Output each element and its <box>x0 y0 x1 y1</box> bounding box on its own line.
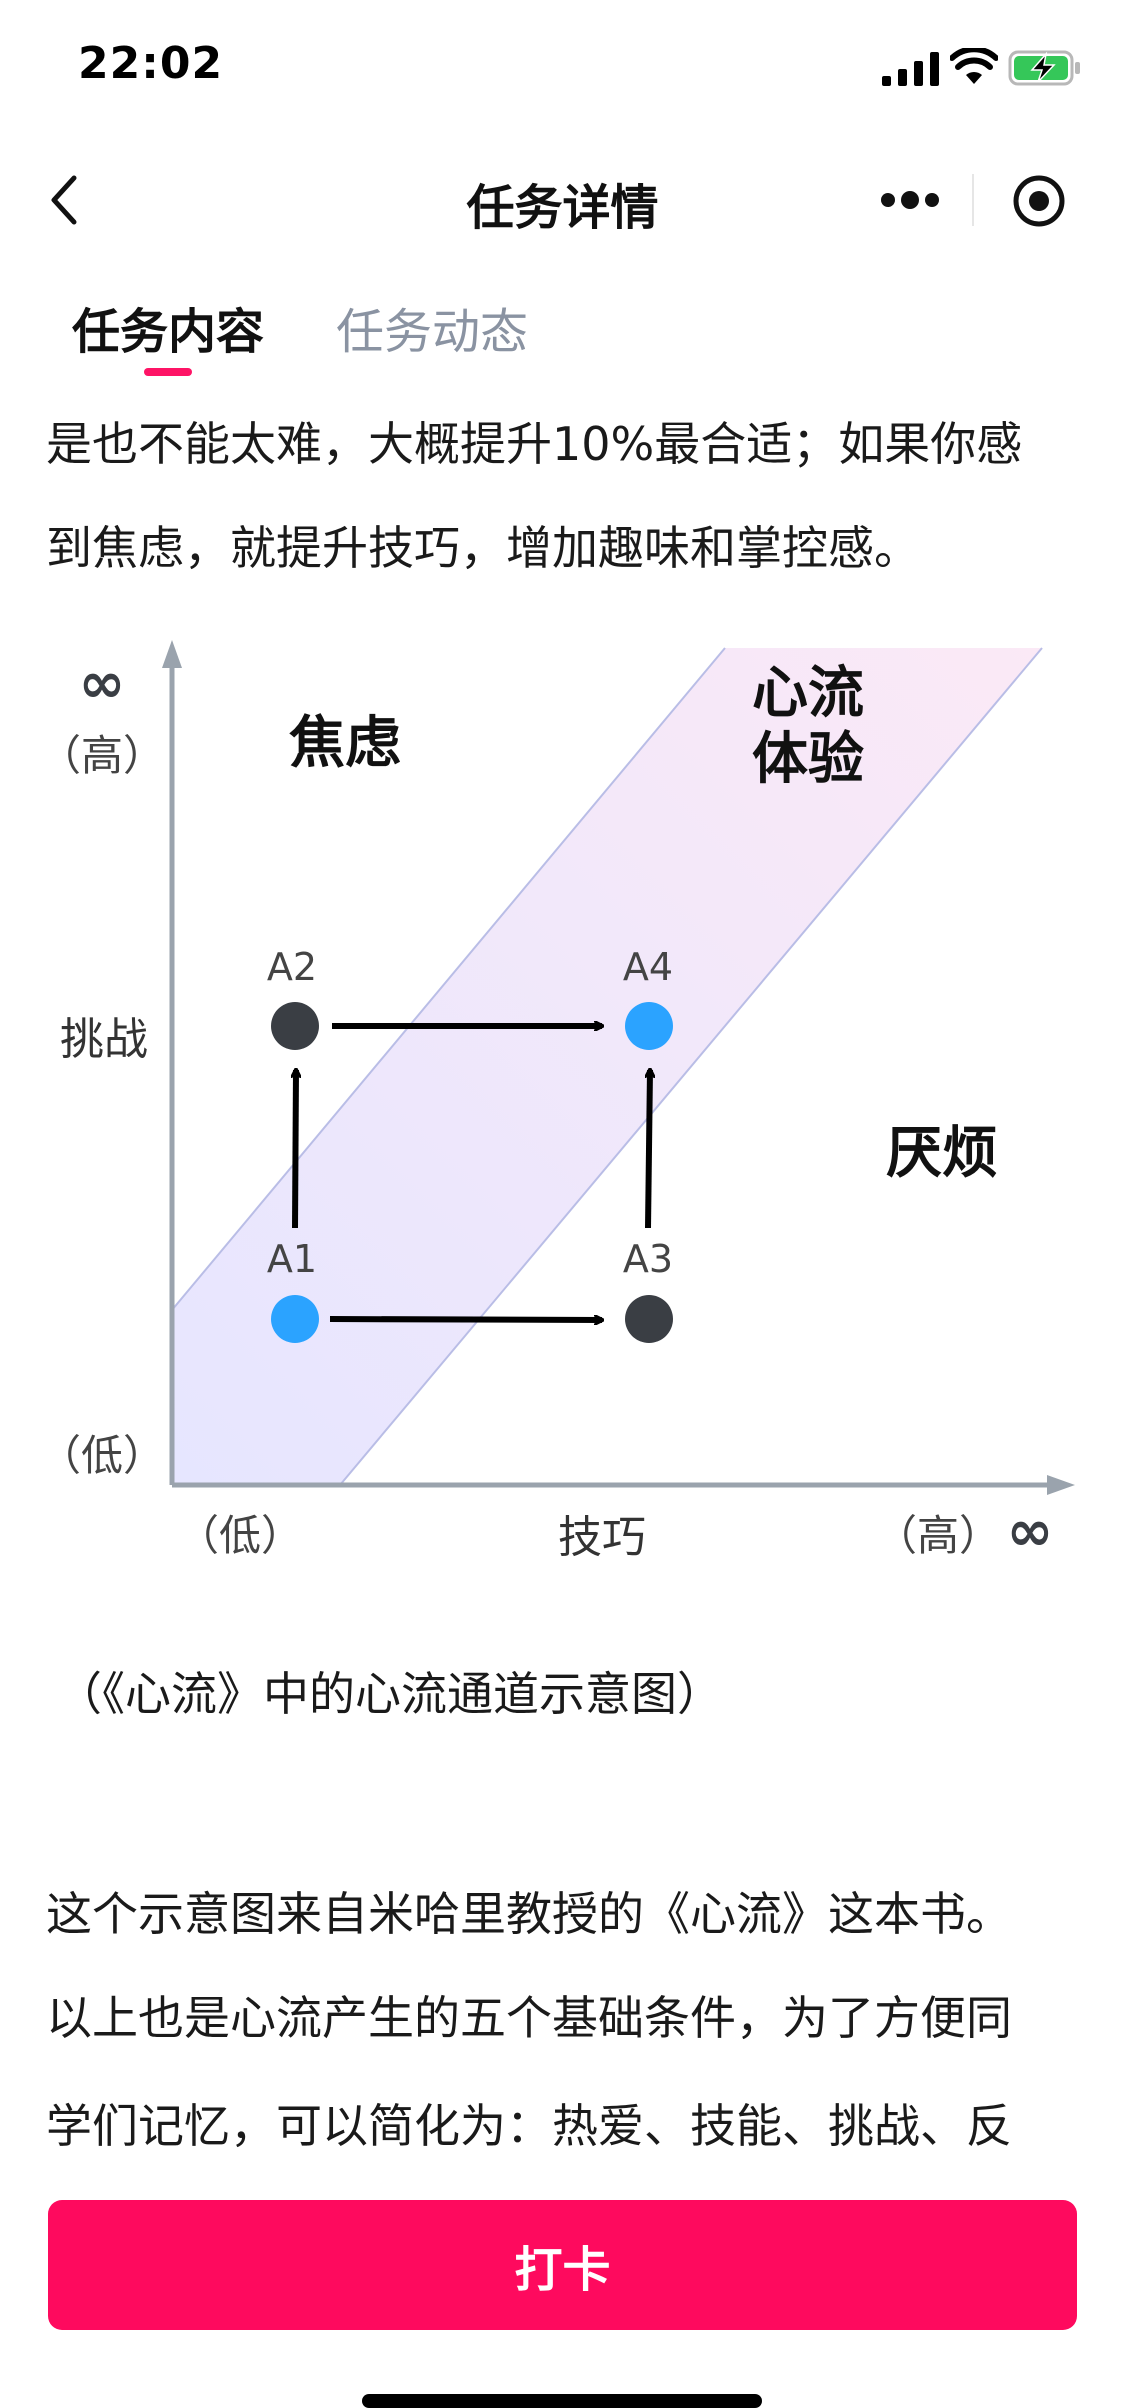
y-axis-title: 挑战 <box>60 1014 148 1065</box>
point-a1-label: A1 <box>267 1237 317 1281</box>
arrow-a3-to-a4 <box>648 1070 650 1229</box>
status-bar: 22:02 <box>0 0 1125 140</box>
y-axis-arrow <box>162 640 182 668</box>
intro-line-1: 是也不能太难，大概提升10%最合适；如果你感 <box>46 417 1023 471</box>
flow-channel-diagram: ∞ （高） 挑战 （低） （低） 技巧 （高） ∞ 焦虑 心流 体验 厌烦 A1… <box>30 630 1100 1590</box>
flow-channel-upper-edge <box>171 647 726 1311</box>
point-a4 <box>625 1002 673 1050</box>
point-a2 <box>271 1002 319 1050</box>
body-line-3: 学们记忆，可以简化为：热爱、技能、挑战、反 <box>46 2099 1012 2153</box>
page-title: 任务详情 <box>466 180 659 236</box>
tab-task-activity[interactable]: 任务动态 <box>336 304 529 360</box>
checkin-button[interactable]: 打卡 <box>48 2200 1077 2330</box>
x-axis-low-label: （低） <box>177 1511 303 1560</box>
x-axis-title: 技巧 <box>558 1512 646 1563</box>
diagram-caption: （《心流》中的心流通道示意图） <box>56 1667 723 1721</box>
zone-flow-label-line1: 心流 <box>752 661 864 726</box>
y-axis-high-label: （高） <box>39 731 165 780</box>
status-time: 22:02 <box>78 38 224 89</box>
x-axis-high-label: （高） <box>875 1511 1001 1560</box>
home-indicator <box>362 2394 762 2408</box>
zone-boredom-label: 厌烦 <box>886 1121 998 1186</box>
zone-anxiety-label: 焦虑 <box>289 711 401 776</box>
battery-charging-icon <box>1008 50 1080 86</box>
flow-channel-svg: ∞ （高） 挑战 （低） （低） 技巧 （高） ∞ 焦虑 心流 体验 厌烦 A1… <box>39 640 1075 1564</box>
close-miniprogram-icon[interactable] <box>1012 174 1066 228</box>
navigation-bar: 任务详情 <box>0 140 1125 260</box>
x-axis-arrow <box>1047 1475 1075 1495</box>
arrow-a1-to-a2 <box>295 1070 296 1229</box>
nav-divider <box>972 174 974 226</box>
y-axis-low-label: （低） <box>39 1431 165 1480</box>
point-a4-label: A4 <box>623 945 673 989</box>
active-tab-indicator <box>144 368 192 376</box>
zone-flow-label-line2: 体验 <box>752 727 864 792</box>
y-axis-infinity-symbol: ∞ <box>79 651 126 716</box>
body-line-1: 这个示意图来自米哈里教授的《心流》这本书。 <box>46 1887 1012 1941</box>
intro-line-2: 到焦虑，就提升技巧，增加趣味和掌控感。 <box>46 521 920 575</box>
point-a1 <box>271 1295 319 1343</box>
flow-channel-lower-edge <box>339 647 1043 1486</box>
more-options-icon[interactable] <box>878 182 942 218</box>
x-axis-infinity-symbol: ∞ <box>1007 1499 1054 1564</box>
tab-bar: 任务内容 任务动态 <box>0 280 1125 380</box>
tab-task-content[interactable]: 任务内容 <box>72 304 265 360</box>
wifi-icon <box>950 48 998 84</box>
point-a3 <box>625 1295 673 1343</box>
point-a3-label: A3 <box>623 1237 673 1281</box>
point-a2-label: A2 <box>267 945 317 989</box>
flow-channel-band <box>172 648 1042 1485</box>
back-arrow-icon[interactable] <box>44 170 84 230</box>
body-line-2: 以上也是心流产生的五个基础条件，为了方便同 <box>46 1991 1012 2045</box>
arrow-a1-to-a3 <box>329 1319 602 1320</box>
cellular-signal-icon <box>882 52 939 86</box>
